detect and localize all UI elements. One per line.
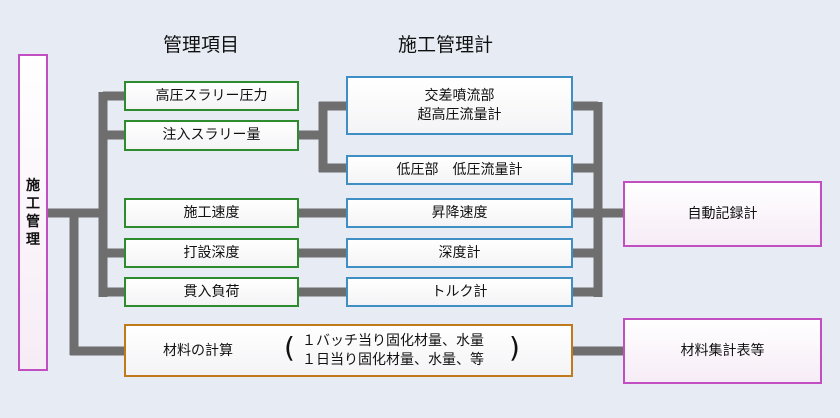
material-close-paren: ) (509, 331, 520, 364)
header-instruments: 施工管理計 (398, 34, 494, 56)
material-calculation-box: 材料の計算 ( １バッチ当り固化材量、水量 １日当り固化材量、水量、等 ) (124, 324, 573, 377)
left-char-2: 工 (26, 195, 40, 212)
output-material-table: 材料集計表等 (623, 318, 822, 384)
left-char-3: 管 (26, 213, 40, 230)
output-auto-recorder: 自動記録計 (623, 181, 822, 247)
item-construction-speed: 施工速度 (124, 198, 299, 228)
instrument-low-pressure-flow: 低圧部 低圧流量計 (346, 155, 573, 185)
item-penetration-load: 貫入負荷 (124, 277, 299, 307)
item-placement-depth: 打設深度 (124, 238, 299, 268)
material-line-1: １バッチ当り固化材量、水量 (302, 333, 484, 349)
material-line-2: １日当り固化材量、水量、等 (302, 352, 484, 368)
instrument-depth-gauge: 深度計 (346, 238, 573, 268)
material-open-paren: ( (284, 331, 295, 364)
instrument-cross-jet-label: 交差噴流部 (424, 87, 495, 104)
instrument-lift-speed: 昇降速度 (346, 198, 573, 228)
instrument-ultra-high-flowmeter-label: 超高圧流量計 (417, 106, 502, 123)
left-construction-management-box: 施 工 管 理 (18, 54, 48, 371)
instrument-torque-gauge: トルク計 (346, 277, 573, 307)
item-injection-volume: 注入スラリー量 (124, 120, 299, 151)
material-detail: １バッチ当り固化材量、水量 １日当り固化材量、水量、等 (302, 332, 484, 370)
material-label: 材料の計算 (163, 343, 233, 359)
left-char-1: 施 (26, 177, 40, 194)
instrument-high-pressure-flow: 交差噴流部 超高圧流量計 (346, 76, 573, 135)
header-items: 管理項目 (163, 34, 240, 56)
item-slurry-pressure: 高圧スラリー圧力 (124, 81, 299, 111)
left-char-4: 理 (26, 231, 40, 248)
